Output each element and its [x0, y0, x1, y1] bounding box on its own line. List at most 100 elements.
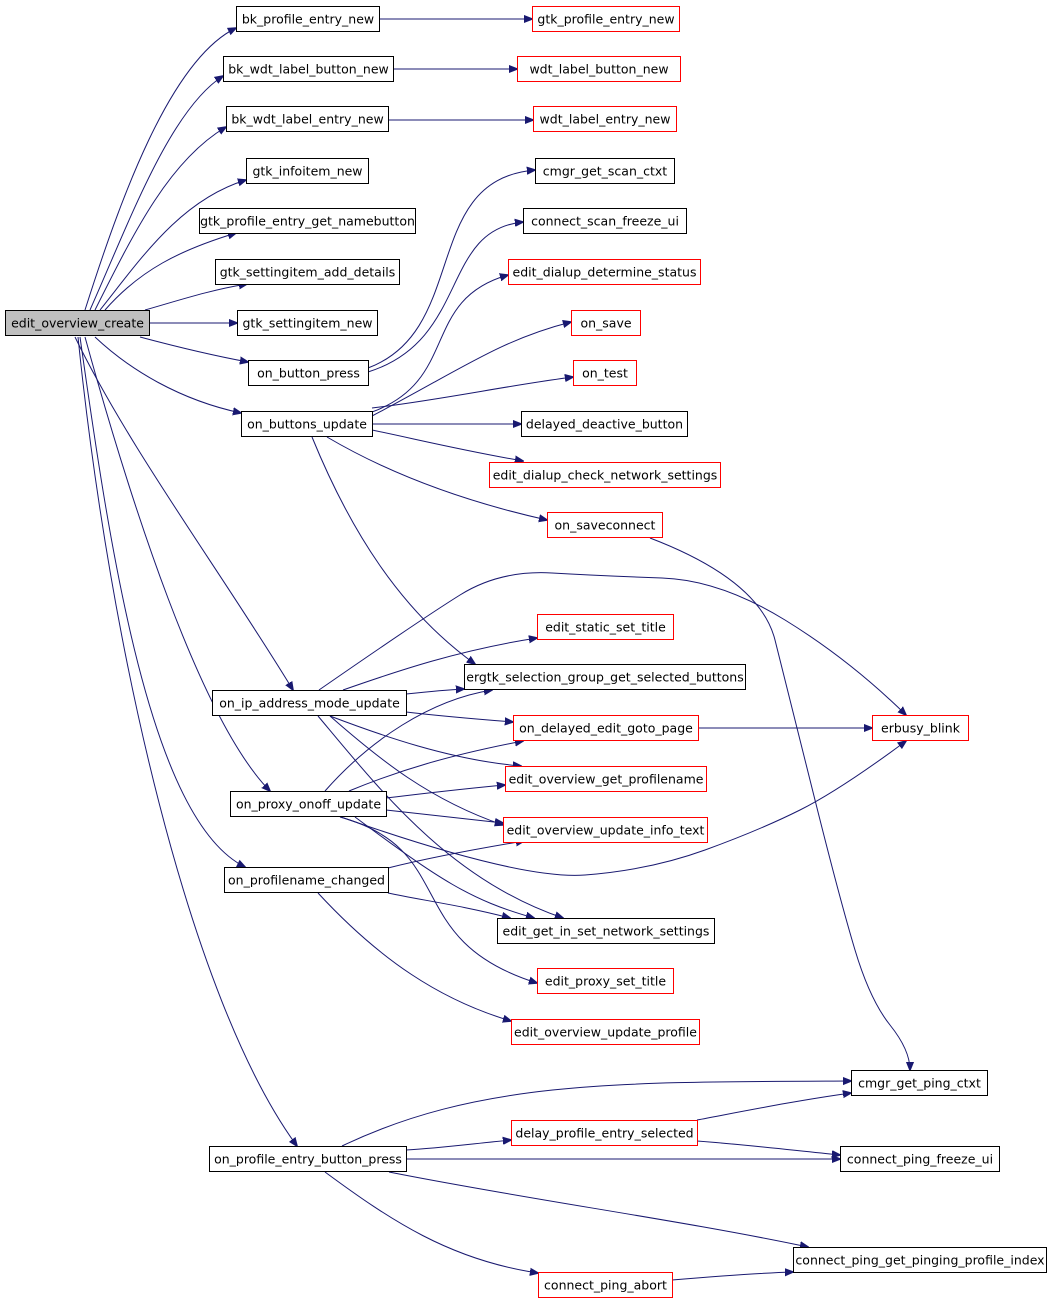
node-box[interactable]: [248, 360, 369, 386]
node-edit_dialup_check_network_settings[interactable]: edit_dialup_check_network_settings: [489, 462, 721, 488]
node-label: edit_dialup_check_network_settings: [493, 468, 718, 483]
node-box[interactable]: [236, 6, 380, 32]
node-box[interactable]: [199, 208, 416, 234]
node-box[interactable]: [215, 259, 400, 285]
node-on_ip_address_mode_update[interactable]: on_ip_address_mode_update: [212, 690, 407, 716]
node-on_button_press[interactable]: on_button_press: [248, 360, 369, 386]
node-box[interactable]: [508, 259, 701, 285]
node-bk_profile_entry_new[interactable]: bk_profile_entry_new: [236, 6, 380, 32]
edge-path: [318, 572, 906, 715]
node-box[interactable]: [537, 614, 674, 640]
node-label: connect_ping_get_pinging_profile_index: [795, 1253, 1044, 1268]
node-box[interactable]: [241, 411, 373, 437]
node-label: on_ip_address_mode_update: [219, 696, 400, 711]
edge-path: [385, 785, 505, 799]
node-box[interactable]: [872, 715, 969, 741]
node-box[interactable]: [571, 310, 641, 336]
node-edit_get_in_set_network_settings[interactable]: edit_get_in_set_network_settings: [497, 918, 715, 944]
edge-connect_ping_abort-to-connect_ping_get_pinging_profile_index: [671, 1272, 793, 1281]
edge-path: [405, 711, 513, 722]
node-box[interactable]: [224, 867, 389, 893]
node-box[interactable]: [533, 106, 677, 132]
node-edit_overview_create[interactable]: edit_overview_create: [5, 310, 150, 336]
node-box[interactable]: [223, 56, 394, 82]
edge-edit_overview_create-to-on_ip_address_mode_update: [74, 336, 293, 690]
node-box[interactable]: [513, 715, 699, 741]
node-ergtk_selection_group_get_selected_buttons[interactable]: ergtk_selection_group_get_selected_butto…: [464, 664, 746, 690]
node-gtk_profile_entry_new[interactable]: gtk_profile_entry_new: [532, 6, 680, 32]
node-box[interactable]: [840, 1146, 1000, 1172]
node-connect_ping_freeze_ui[interactable]: connect_ping_freeze_ui: [840, 1146, 1000, 1172]
node-on_profilename_changed[interactable]: on_profilename_changed: [224, 867, 389, 893]
node-box[interactable]: [209, 1146, 407, 1172]
node-on_proxy_onoff_update[interactable]: on_proxy_onoff_update: [230, 791, 387, 817]
node-label: on_proxy_onoff_update: [236, 797, 381, 812]
node-box[interactable]: [573, 360, 637, 386]
node-box[interactable]: [793, 1247, 1047, 1273]
node-bk_wdt_label_entry_new[interactable]: bk_wdt_label_entry_new: [226, 106, 389, 132]
node-box[interactable]: [237, 310, 378, 336]
node-box[interactable]: [523, 208, 687, 234]
node-box[interactable]: [505, 766, 707, 792]
node-box[interactable]: [489, 462, 721, 488]
node-box[interactable]: [851, 1070, 988, 1096]
node-box[interactable]: [538, 1272, 673, 1298]
edge-on_profile_entry_button_press-to-connect_ping_abort: [324, 1171, 538, 1273]
edge-path: [387, 841, 524, 869]
node-box[interactable]: [537, 968, 674, 994]
node-connect_ping_get_pinging_profile_index[interactable]: connect_ping_get_pinging_profile_index: [793, 1247, 1047, 1273]
node-edit_overview_update_info_text[interactable]: edit_overview_update_info_text: [503, 817, 708, 843]
node-box[interactable]: [503, 817, 708, 843]
node-box[interactable]: [535, 158, 675, 184]
node-on_saveconnect[interactable]: on_saveconnect: [547, 512, 663, 538]
node-gtk_settingitem_new[interactable]: gtk_settingitem_new: [237, 310, 378, 336]
node-box[interactable]: [226, 106, 389, 132]
node-edit_dialup_determine_status[interactable]: edit_dialup_determine_status: [508, 259, 701, 285]
node-cmgr_get_ping_ctxt[interactable]: cmgr_get_ping_ctxt: [851, 1070, 988, 1096]
edge-on_buttons_update-to-on_saveconnect: [326, 436, 547, 520]
node-delay_profile_entry_selected[interactable]: delay_profile_entry_selected: [511, 1120, 698, 1146]
edge-path: [326, 436, 547, 520]
edge-path: [371, 322, 571, 417]
node-box[interactable]: [532, 6, 680, 32]
node-erbusy_blink[interactable]: erbusy_blink: [872, 715, 969, 741]
node-edit_static_set_title[interactable]: edit_static_set_title: [537, 614, 674, 640]
edge-path: [317, 715, 563, 918]
node-edit_overview_get_profilename[interactable]: edit_overview_get_profilename: [505, 766, 707, 792]
node-bk_wdt_label_button_new[interactable]: bk_wdt_label_button_new: [223, 56, 394, 82]
node-cmgr_get_scan_ctxt[interactable]: cmgr_get_scan_ctxt: [535, 158, 675, 184]
node-on_buttons_update[interactable]: on_buttons_update: [241, 411, 373, 437]
edge-on_ip_address_mode_update-to-edit_static_set_title: [342, 638, 537, 691]
node-on_delayed_edit_goto_page[interactable]: on_delayed_edit_goto_page: [513, 715, 699, 741]
node-edit_proxy_set_title[interactable]: edit_proxy_set_title: [537, 968, 674, 994]
node-gtk_profile_entry_get_namebutton[interactable]: gtk_profile_entry_get_namebutton: [199, 208, 416, 234]
node-label: edit_get_in_set_network_settings: [503, 924, 710, 939]
node-gtk_settingitem_add_details[interactable]: gtk_settingitem_add_details: [215, 259, 400, 285]
node-label: bk_wdt_label_button_new: [228, 62, 389, 77]
node-gtk_infoitem_new[interactable]: gtk_infoitem_new: [246, 158, 369, 184]
node-box[interactable]: [511, 1120, 698, 1146]
node-box[interactable]: [230, 791, 387, 817]
node-on_profile_entry_button_press[interactable]: on_profile_entry_button_press: [209, 1146, 407, 1172]
node-box[interactable]: [246, 158, 369, 184]
node-box[interactable]: [497, 918, 715, 944]
edge-on_ip_address_mode_update-to-on_delayed_edit_goto_page: [405, 711, 513, 722]
node-on_test[interactable]: on_test: [573, 360, 637, 386]
node-box[interactable]: [521, 411, 688, 437]
node-on_save[interactable]: on_save: [571, 310, 641, 336]
edge-delay_profile_entry_selected-to-cmgr_get_ping_ctxt: [696, 1093, 851, 1121]
node-edit_overview_update_profile[interactable]: edit_overview_update_profile: [511, 1019, 700, 1045]
node-box[interactable]: [464, 664, 746, 690]
node-wdt_label_button_new[interactable]: wdt_label_button_new: [517, 56, 681, 82]
edge-path: [339, 816, 537, 983]
node-delayed_deactive_button[interactable]: delayed_deactive_button: [521, 411, 688, 437]
node-box[interactable]: [212, 690, 407, 716]
node-box[interactable]: [5, 310, 150, 336]
node-wdt_label_entry_new[interactable]: wdt_label_entry_new: [533, 106, 677, 132]
node-box[interactable]: [517, 56, 681, 82]
node-connect_ping_abort[interactable]: connect_ping_abort: [538, 1272, 673, 1298]
node-connect_scan_freeze_ui[interactable]: connect_scan_freeze_ui: [523, 208, 687, 234]
node-box[interactable]: [511, 1019, 700, 1045]
edge-on_proxy_onoff_update-to-ergtk_selection_group_get_selected_buttons: [324, 690, 492, 792]
node-box[interactable]: [547, 512, 663, 538]
